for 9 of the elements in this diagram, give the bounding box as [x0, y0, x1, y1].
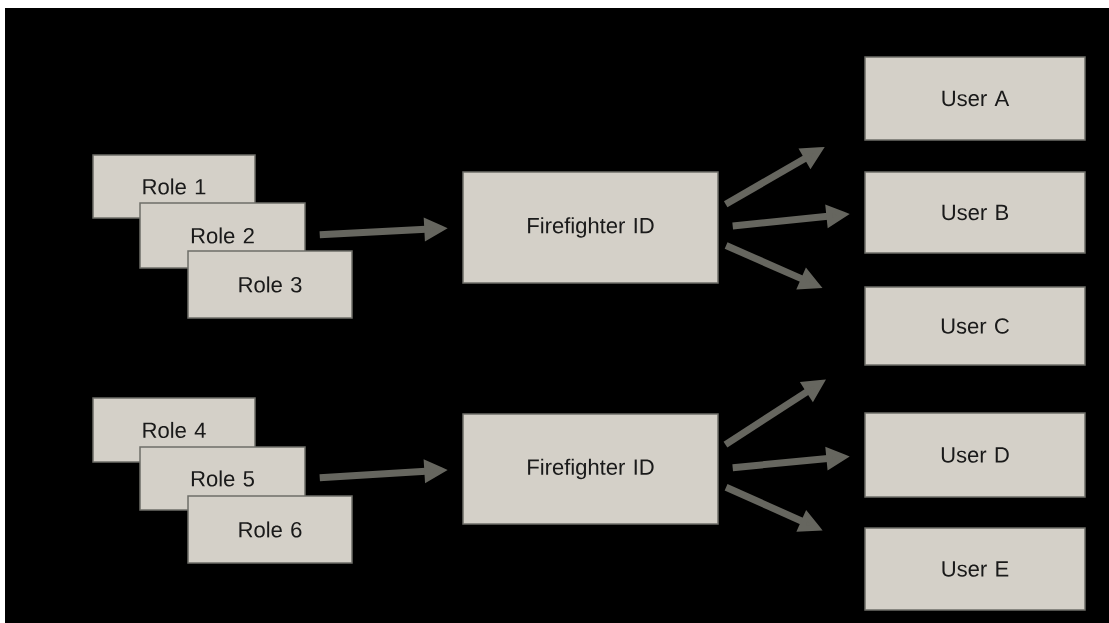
box: User A — [864, 56, 1086, 141]
box: User C — [864, 286, 1086, 366]
box: User D — [864, 412, 1086, 498]
box: User B — [864, 171, 1086, 254]
box: Role 6 — [187, 495, 353, 564]
box: User E — [864, 527, 1086, 611]
box: Firefighter ID — [462, 413, 719, 525]
box: Role 3 — [187, 250, 353, 319]
box: Firefighter ID — [462, 171, 719, 284]
